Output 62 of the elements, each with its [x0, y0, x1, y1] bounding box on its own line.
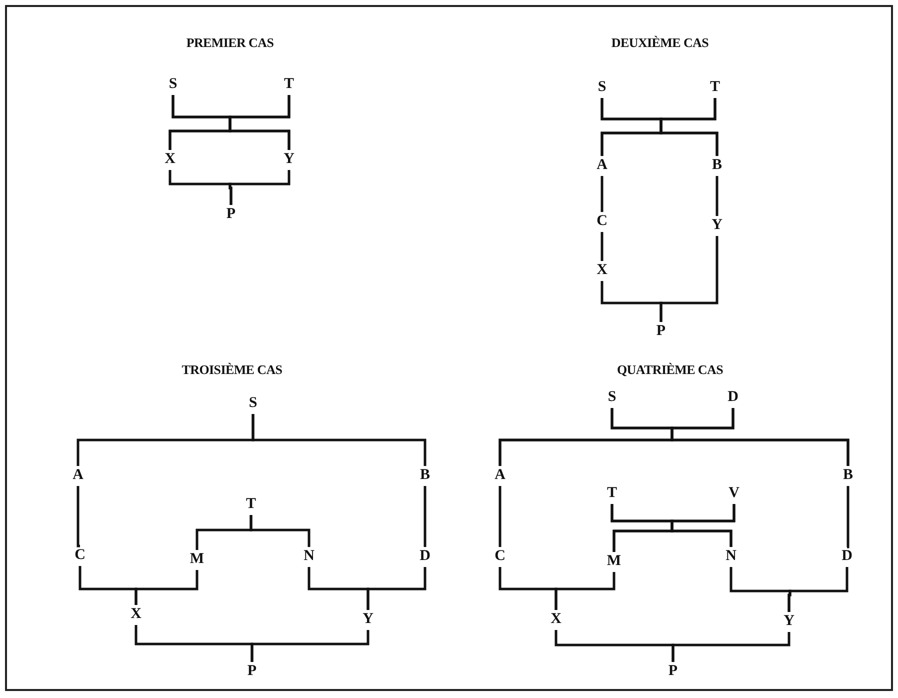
descent-line — [672, 632, 790, 662]
descent-line — [660, 98, 718, 156]
descent-line — [76, 486, 80, 548]
person-letter: M — [188, 551, 206, 569]
descent-line — [252, 414, 426, 466]
descent-line — [498, 486, 502, 547]
descent-line — [228, 95, 290, 150]
person-letter: X — [593, 262, 611, 280]
person-letter: A — [491, 467, 509, 485]
descent-line — [846, 486, 850, 548]
person-letter: X — [161, 151, 179, 169]
person-letter: P — [652, 323, 670, 341]
descent-line — [424, 486, 426, 547]
descent-line — [250, 515, 310, 547]
person-letter: X — [547, 611, 565, 629]
person-letter: Y — [780, 613, 798, 631]
person-letter: A — [593, 157, 611, 175]
case-heading: QUATRIÈME CAS — [617, 362, 723, 378]
person-letter: C — [593, 213, 611, 231]
descent-line — [716, 176, 718, 216]
descent-line — [788, 567, 848, 612]
case-heading: PREMIER CAS — [186, 35, 274, 51]
person-letter: S — [593, 79, 611, 97]
person-letter: N — [300, 548, 318, 566]
person-letter: T — [603, 485, 621, 503]
person-letter: D — [416, 548, 434, 566]
person-letter: Y — [708, 217, 726, 235]
person-letter: C — [491, 548, 509, 566]
person-letter: T — [242, 496, 260, 514]
person-letter: A — [69, 467, 87, 485]
descent-line — [670, 504, 736, 547]
case-heading: TROISIÈME CAS — [182, 362, 282, 378]
person-letter: B — [708, 157, 726, 175]
descent-line — [600, 176, 604, 212]
person-letter: D — [724, 389, 742, 407]
person-letter: B — [416, 467, 434, 485]
person-letter: C — [71, 547, 89, 565]
person-letter: T — [280, 76, 298, 94]
case-heading: DEUXIÈME CAS — [611, 35, 709, 51]
descent-line — [670, 408, 850, 466]
person-letter: B — [839, 467, 857, 485]
person-letter: P — [222, 206, 240, 224]
person-letter: V — [725, 485, 743, 503]
person-letter: Y — [280, 151, 298, 169]
descent-line — [554, 572, 616, 610]
person-letter: P — [243, 663, 261, 681]
person-letter: X — [127, 606, 145, 624]
person-letter: D — [838, 548, 856, 566]
person-letter: N — [722, 548, 740, 566]
descent-line — [660, 236, 718, 322]
descent-line — [134, 570, 198, 605]
descent-line — [250, 630, 370, 662]
descent-line — [600, 232, 604, 261]
person-letter: Y — [359, 611, 377, 629]
descent-line — [228, 170, 290, 205]
person-letter: S — [244, 395, 262, 413]
person-letter: S — [164, 76, 182, 94]
person-letter: P — [664, 663, 682, 681]
person-letter: M — [605, 553, 623, 571]
person-letter: T — [706, 79, 724, 97]
person-letter: S — [603, 389, 621, 407]
descent-line — [366, 567, 426, 610]
